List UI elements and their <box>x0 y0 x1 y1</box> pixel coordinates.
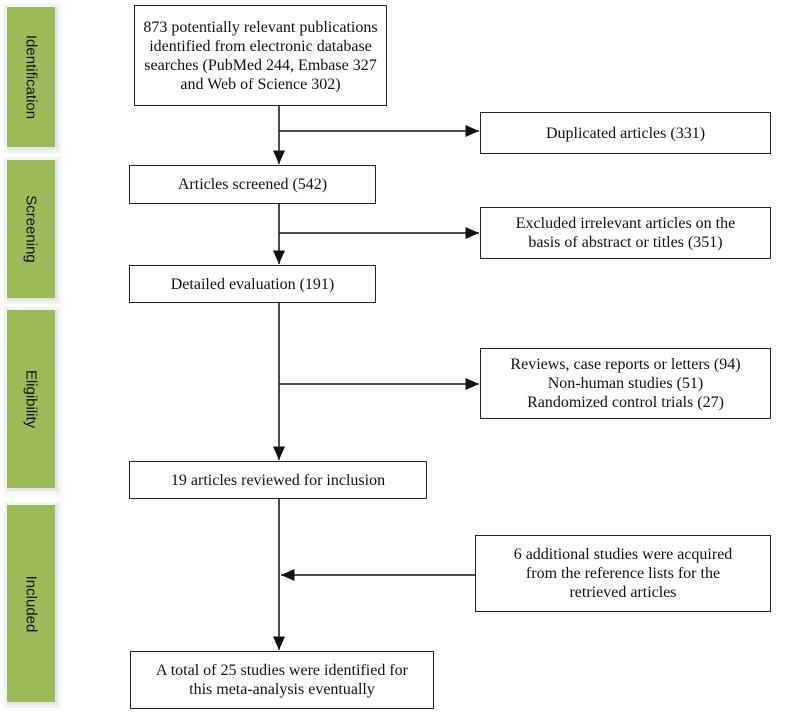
reviewed-box: 19 articles reviewed for inclusion <box>129 461 427 499</box>
box-line: from the reference lists for the <box>525 565 721 582</box>
box-line: Non-human studies (51) <box>547 375 704 392</box>
box-line: 873 potentially relevant publications <box>143 18 378 36</box>
total-box: A total of 25 studies were identified fo… <box>130 651 434 709</box>
box-line: Randomized control trials (27) <box>527 394 724 411</box>
stage-included: Included <box>7 505 58 705</box>
box-line: Excluded irrelevant articles on the <box>515 215 736 232</box>
stage-screening: Screening <box>7 160 58 301</box>
box-line: 6 additional studies were acquired <box>513 546 733 563</box>
duplicated-box: Duplicated articles (331) <box>480 112 771 154</box>
box-line: and Web of Science 302) <box>180 75 341 93</box>
eligibility-excluded-box: Reviews, case reports or letters (94) Non… <box>480 348 771 419</box>
box-line: retrieved articles <box>569 584 677 601</box>
screened-box: Articles screened (542) <box>129 165 376 204</box>
box-line: basis of abstract or titles (351) <box>528 234 723 251</box>
additional-box: 6 additional studies were acquired from t… <box>475 535 771 612</box>
box-line: Articles screened (542) <box>177 176 328 193</box>
box-line: searches (PubMed 244, Embase 327 <box>144 56 377 74</box>
stage-identification: Identification <box>7 7 58 150</box>
excluded-box: Excluded irrelevant articles on the basis… <box>480 207 771 259</box>
box-line: this meta-analysis eventually <box>189 681 375 698</box>
box-line: identified from electronic database <box>149 37 372 55</box>
box-line: Duplicated articles (331) <box>545 124 706 142</box>
box-line: A total of 25 studies were identified fo… <box>156 662 408 679</box>
box-line: Detailed evaluation (191) <box>170 275 335 293</box>
detailed-box: Detailed evaluation (191) <box>129 265 376 303</box>
box-line: Reviews, case reports or letters (94) <box>510 356 741 373</box>
stage-eligibility: Eligibility <box>7 310 58 491</box>
box-line: 19 articles reviewed for inclusion <box>170 471 386 489</box>
